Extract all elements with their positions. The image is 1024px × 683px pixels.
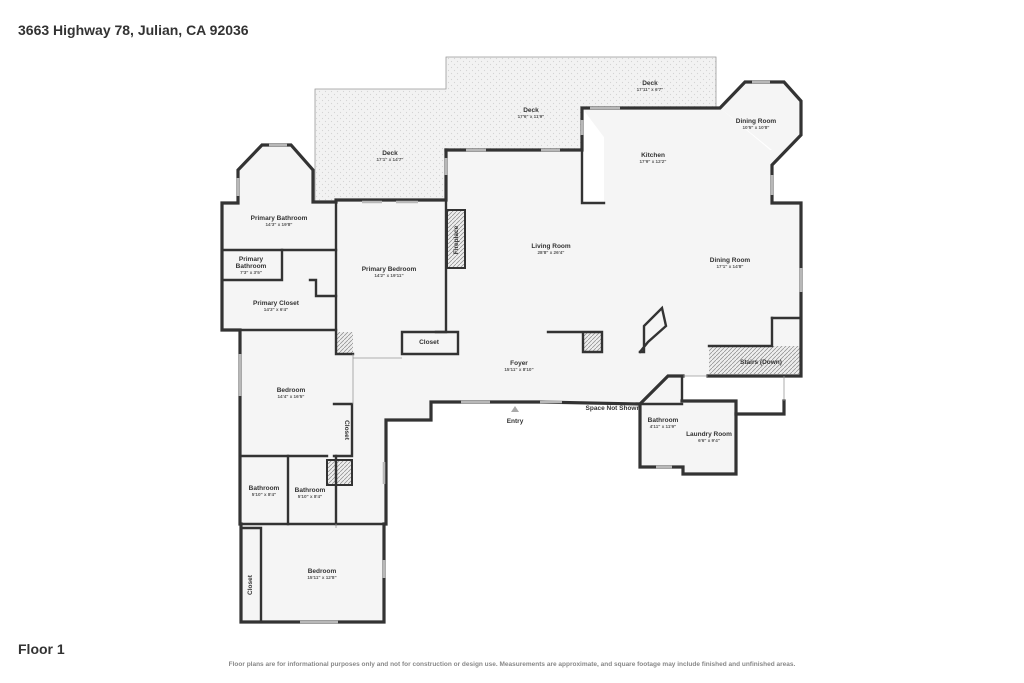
bathroom-b-dims: 5'10" x 8'4" — [298, 494, 322, 499]
primary-bedroom-dims: 14'2" x 19'11" — [374, 273, 403, 278]
foyer-dims: 15'11" x 8'10" — [504, 367, 533, 372]
bathroom-right-name: Bathroom — [648, 417, 679, 424]
primary-bathroom-small-dims: 7'3" x 3'5" — [240, 270, 262, 275]
closet-center-label: Closet — [419, 339, 440, 346]
living-room-dims: 28'8" x 26'4" — [538, 250, 565, 255]
bathroom-a-dims: 5'10" x 8'4" — [252, 492, 276, 497]
living-room-name: Living Room — [531, 243, 571, 250]
dining-room-dims: 17'1" x 14'8" — [717, 264, 744, 269]
stairs-label: Stairs (Down) — [740, 359, 782, 366]
hatched-features — [326, 209, 801, 486]
bathroom-b-name: Bathroom — [295, 487, 326, 494]
disclaimer: Floor plans are for informational purpos… — [228, 661, 796, 668]
kitchen-name: Kitchen — [641, 152, 665, 159]
bathroom-right-dims: 4'11" x 11'9" — [650, 424, 676, 429]
floor-label: Floor 1 — [18, 641, 65, 657]
deck-mid-name: Deck — [523, 107, 539, 114]
dining-room-bay-dims: 10'5" x 10'8" — [743, 125, 770, 130]
primary-closet-dims: 14'3" x 6'4" — [264, 307, 288, 312]
foyer-name: Foyer — [510, 360, 528, 367]
deck-left-dims: 17'1" x 14'7" — [377, 157, 404, 162]
property-address: 3663 Highway 78, Julian, CA 92036 — [18, 22, 249, 38]
bedroom-1-name: Bedroom — [277, 387, 306, 394]
primary-bathroom-name: Primary Bathroom — [251, 215, 308, 222]
exterior-walls — [220, 80, 803, 624]
dining-room-name: Dining Room — [710, 257, 751, 264]
primary-bathroom-small-name-1: Primary — [239, 256, 264, 263]
primary-bathroom-dims: 14'3" x 19'8" — [266, 222, 293, 227]
kitchen-dims: 17'9" x 12'2" — [640, 159, 667, 164]
interior-walls — [220, 148, 803, 624]
closet-bottom-label: Closet — [247, 574, 254, 595]
bathroom-a-name: Bathroom — [249, 485, 280, 492]
deck-right-dims: 17'11" x 6'7" — [637, 87, 664, 92]
closet-bedroom-label: Closet — [343, 420, 350, 441]
deck-right-name: Deck — [642, 80, 658, 87]
fireplace-label: Fireplace — [453, 225, 460, 254]
primary-bedroom-name: Primary Bedroom — [362, 266, 417, 273]
primary-bathroom-small-name-2: Bathroom — [236, 263, 267, 270]
primary-closet-name: Primary Closet — [253, 300, 300, 307]
entry-label: Entry — [507, 418, 524, 425]
bedroom-2-name: Bedroom — [308, 568, 337, 575]
bedroom-1-dims: 14'4" x 16'5" — [278, 394, 305, 399]
entry-arrow-icon — [511, 406, 519, 412]
deck-mid-dims: 17'6" x 11'9" — [518, 114, 545, 119]
bedroom-2-dims: 15'11" x 12'8" — [307, 575, 336, 580]
windows — [236, 80, 803, 624]
opening-lines — [335, 354, 785, 528]
laundry-room-dims: 6'6" x 9'4" — [698, 438, 720, 443]
interior-floor — [222, 82, 801, 622]
dining-room-bay-name: Dining Room — [736, 118, 777, 125]
deck-left-name: Deck — [382, 150, 398, 157]
space-not-shown-label: Space Not Shown — [586, 405, 641, 412]
laundry-room-name: Laundry Room — [686, 431, 732, 438]
